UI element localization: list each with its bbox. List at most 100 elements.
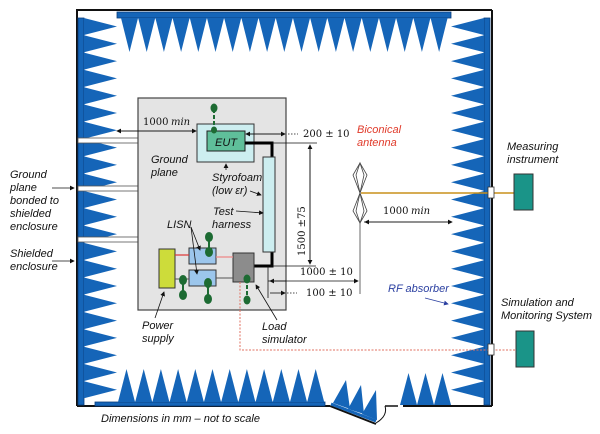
dim-eut-wall-value: 1000 (143, 117, 168, 128)
bottom-absorber-cones (118, 369, 451, 405)
load-simulator-label-2: simulator (262, 334, 308, 346)
ground-bonded-label-4: shielded (10, 208, 52, 220)
absorber-cone (451, 277, 484, 295)
absorber-cone (204, 369, 221, 402)
absorber-cone (207, 18, 224, 52)
door (329, 380, 398, 425)
absorber-cone (451, 18, 484, 35)
absorber-cone (451, 104, 484, 122)
ground-plane-label-1: Ground (151, 154, 189, 166)
absorber-cone (361, 18, 379, 52)
absorber-cone (379, 18, 396, 52)
absorber-cone (451, 381, 484, 399)
load-simulator-label-1: Load (262, 321, 287, 333)
dim-eut-wall-unit: min (171, 117, 190, 128)
absorber-cone (451, 156, 484, 174)
absorber-cone (84, 381, 117, 399)
biconical-label-1: Biconical (357, 124, 402, 136)
absorber-cone (275, 18, 293, 52)
absorber-cone (327, 18, 345, 52)
eut-box (206, 130, 246, 152)
power-supply (158, 248, 176, 289)
test-harness-label-2: harness (212, 219, 252, 231)
absorber-cone (84, 260, 117, 278)
top-absorber-cones (121, 18, 448, 52)
measuring-label-1: Measuring (507, 141, 559, 153)
absorber-cone (451, 208, 484, 226)
absorber-cone (451, 173, 484, 191)
monitoring-feedthrough (487, 343, 495, 356)
absorber-cone (451, 225, 484, 243)
absorber-cone (258, 18, 276, 52)
absorber-cone (84, 329, 117, 347)
biconical-antenna (352, 161, 368, 294)
absorber-cone (84, 346, 117, 364)
absorber-cone (451, 191, 484, 208)
absorber-cone (400, 373, 417, 405)
ground-bonded-label-3: bonded to (10, 195, 59, 207)
footer-note: Dimensions in mm – not to scale (101, 413, 260, 425)
sim-label-2: Monitoring System (501, 310, 592, 322)
absorber-cone (451, 364, 484, 381)
absorber-cone (118, 369, 135, 402)
left-absorber-cones (84, 18, 117, 399)
shielded-label-1: Shielded (10, 248, 54, 260)
load-simulator (232, 252, 255, 283)
absorber-cone (84, 364, 117, 381)
top-absorber-base (116, 11, 452, 19)
absorber-cone (417, 373, 434, 405)
right-absorber-cones (451, 18, 484, 399)
absorber-cone (451, 329, 484, 347)
absorber-cone (293, 18, 310, 52)
power-supply-label-1: Power (142, 320, 175, 332)
absorber-cone (451, 260, 484, 278)
test-harness-support (262, 156, 276, 253)
absorber-cone (241, 18, 259, 52)
absorber-cone (152, 369, 170, 402)
absorber-cone (451, 312, 484, 330)
absorber-cone (238, 369, 256, 402)
absorber-cone (434, 373, 451, 405)
absorber-cone (451, 69, 484, 87)
ground-plane-label-2: plane (150, 167, 178, 179)
absorber-cone (451, 121, 484, 139)
rf-absorber-label: RF absorber (388, 283, 450, 295)
absorber-cone (84, 87, 117, 105)
absorber-cone (84, 69, 117, 87)
dim-ground-edge: 100 ± 10 (306, 288, 353, 299)
absorber-cone (189, 18, 207, 52)
absorber-cone (84, 35, 117, 53)
absorber-cone (84, 121, 117, 139)
ground-bonded-label-1: Ground (10, 169, 48, 181)
dim-harness-length: 1500 ±75 (297, 206, 308, 256)
absorber-cone (84, 104, 117, 122)
measuring-label-2: instrument (507, 154, 559, 166)
left-absorber-base (77, 17, 85, 406)
lisn-ground-connectors (179, 232, 251, 305)
absorber-cone (451, 242, 484, 260)
absorber-cone (84, 312, 117, 330)
monitoring-line (239, 282, 489, 351)
absorber-cone (135, 369, 153, 402)
absorber-cone (430, 18, 448, 52)
lisn-label: LISN (167, 219, 192, 231)
sim-label-1: Simulation and (501, 297, 575, 309)
dimension-lines (116, 128, 453, 298)
absorber-cone (84, 277, 117, 295)
power-supply-label-2: supply (142, 333, 175, 345)
absorber-cone (307, 369, 325, 402)
simulation-monitoring-system (515, 330, 535, 368)
bottom-absorber-base (94, 401, 326, 407)
eut-connector-top (210, 103, 218, 113)
absorber-cone (290, 369, 307, 402)
absorber-cone (84, 208, 117, 226)
biconical-label-2: antenna (357, 137, 397, 149)
absorber-cone (451, 139, 484, 157)
ground-bonded-label-2: plane (9, 182, 37, 194)
absorber-cone (84, 52, 117, 70)
absorber-cone (451, 52, 484, 70)
eut-connector (211, 126, 217, 134)
ground-bonded-label-5: enclosure (10, 221, 58, 233)
absorber-cone (221, 369, 239, 402)
